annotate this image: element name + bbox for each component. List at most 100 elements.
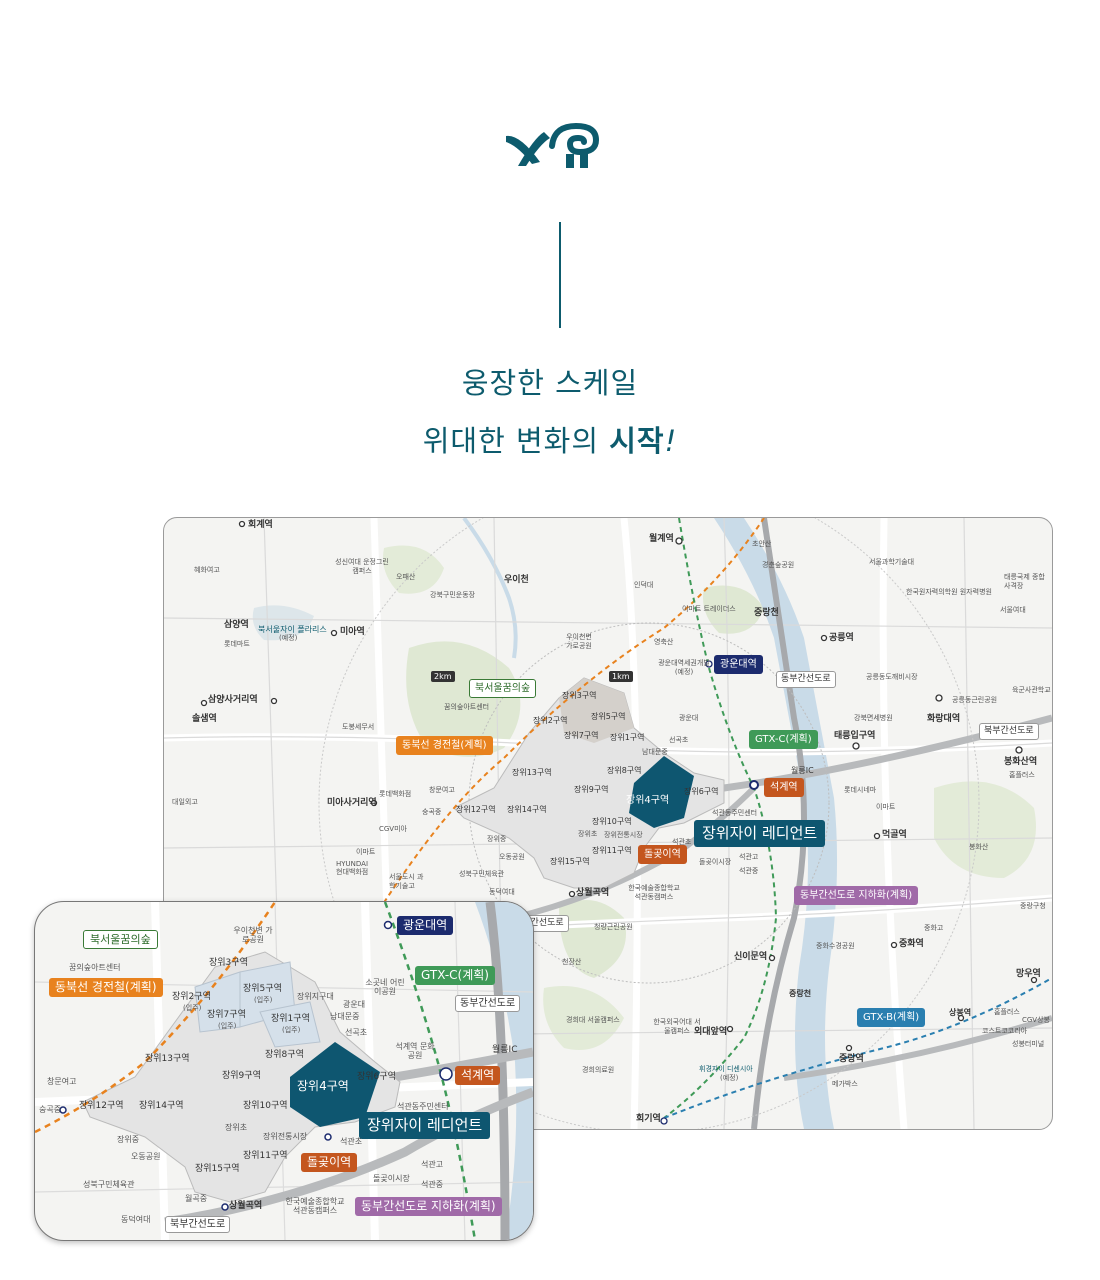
place-gwangwoon-univ: 광운대	[679, 714, 699, 722]
station-wolgye: 월계역	[649, 534, 674, 544]
headline-line2-bold: 시작	[609, 424, 665, 458]
place-gongneung-market: 공릉동도깨비시장	[866, 673, 918, 681]
station-hoegi: 회기역	[636, 1114, 661, 1124]
place-gangbuk-stadium: 강북구민운동장	[430, 591, 476, 599]
inset-dolgoji-market: 돌곶이시장	[373, 1174, 410, 1183]
place-gangbuk-hospital: 강북면세병원	[854, 714, 893, 722]
place-cgv-sangbong: CGV상봉	[1022, 1016, 1050, 1024]
gtx-c-tag: GTX-C(계획)	[749, 730, 818, 749]
zone-10: 장위10구역	[592, 817, 632, 826]
place-induk: 인덕대	[634, 581, 654, 589]
inset-seongbuk-gym: 성북구민체육관	[83, 1180, 135, 1189]
place-cgv-mia: CGV미아	[379, 825, 407, 833]
zone-12: 장위12구역	[456, 805, 496, 814]
place-cheonjangsan: 천장산	[562, 958, 582, 966]
place-lotte-mart: 롯데마트	[224, 640, 250, 648]
place-hyehwa-girls: 혜화여고	[194, 566, 220, 574]
zone-seokgwan-es: 석관초	[672, 838, 692, 846]
inset-zone-jangwi-es: 장위초	[225, 1123, 248, 1132]
place-jungnangcheon-2: 중랑천	[789, 989, 812, 998]
place-sunggok: 숭곡중	[422, 808, 442, 816]
place-yeongchuksan: 영축산	[654, 638, 674, 646]
inset-dongbu-road-label: 동부간선도로	[455, 995, 521, 1012]
inset-zone-13: 장위13구역	[145, 1054, 190, 1064]
place-hwigyeong-xi-planned: (예정)	[720, 1074, 739, 1082]
inset-zone-1: 장위1구역	[271, 1014, 310, 1024]
place-emart-2: 이마트	[876, 803, 896, 811]
place-megabox: 메가박스	[832, 1080, 858, 1088]
place-changmun: 창문여고	[429, 786, 455, 794]
place-emart: 이마트	[356, 848, 376, 856]
inset-seokgwan-center: 석관동주민센터	[397, 1102, 449, 1111]
inset-jangwi-market: 장위전통시장	[263, 1132, 308, 1141]
place-art-center: 꿈의숲아트센터	[444, 703, 490, 711]
place-gongneung-park: 공릉동근린공원	[952, 696, 998, 704]
inset-zone-8: 장위8구역	[265, 1050, 304, 1060]
place-seokgwan-ms: 석관중	[739, 867, 759, 875]
inset-zone-2: 장위2구역	[172, 992, 211, 1002]
place-uicheon-park: 우이천변 가로공원	[566, 633, 592, 650]
place-urban-tech: 서울도시 과학기술고	[389, 873, 424, 890]
place-seoultech: 서울과학기술대	[869, 558, 915, 566]
inset-site-name-tag: 장위자이 레디언트	[359, 1112, 491, 1139]
site-zone-label: 장위4구역	[626, 795, 670, 806]
station-hwarangdae: 화랑대역	[927, 714, 961, 724]
inset-dongbuk-tag: 동북선 경전철(계획)	[49, 978, 163, 997]
inset-seongok-es: 선곡초	[345, 1028, 368, 1037]
inset-forest-tag: 북서울꿈의숲	[83, 930, 158, 949]
inset-sogotne-park: 소곳네 어린이공원	[365, 978, 405, 996]
place-choansan: 초안산	[752, 540, 772, 548]
place-seongbuk-gym: 성북구민체육관	[459, 870, 505, 878]
inset-gtx-c-tag: GTX-C(계획)	[415, 966, 495, 985]
inset-seokgye-park: 석계역 문화공원	[395, 1042, 435, 1060]
zone-13: 장위13구역	[512, 768, 552, 777]
station-taereung: 태릉입구역	[834, 731, 876, 741]
place-jangwi-ms: 장위중	[487, 835, 507, 843]
dolgoji-station-tag: 돌곶이역	[638, 845, 687, 864]
inset-map-graphics	[35, 902, 533, 1240]
place-daeil-hs: 대일외고	[172, 798, 198, 806]
inset-wolleung-ic: 월릉IC	[492, 1045, 518, 1055]
zone-2: 장위2구역	[533, 716, 568, 725]
place-seongok-es: 선곡초	[669, 736, 689, 744]
station-sinimun: 신이문역	[734, 952, 768, 962]
station-oedae: 외대앞역	[694, 1027, 728, 1037]
inset-zone-12: 장위12구역	[79, 1101, 124, 1111]
place-jungnangcheon: 중랑천	[754, 608, 779, 618]
dongbuk-line-tag: 동북선 경전철(계획)	[396, 736, 493, 755]
dongbu-underground-tag: 동부간선도로 지하화(계획)	[794, 886, 919, 905]
place-lotte-cinema: 롯데시네마	[844, 786, 877, 794]
station-sangbong: 상봉역	[949, 1008, 972, 1017]
place-cheongnyang-park: 청량근린공원	[594, 923, 633, 931]
inset-dongbu-underground-tag: 동부간선도로 지하화(계획)	[355, 1197, 502, 1216]
station-hoegye: 회계역	[248, 520, 273, 530]
station-solsaem: 솔샘역	[192, 714, 217, 724]
location-map: 2km 1km 북서울꿈의숲 동북선 경전철(계획) 광운대역 동부간선도로 G…	[163, 517, 1053, 1130]
inset-zone-2-status: (입주)	[183, 1004, 202, 1012]
inset-zone-6: 장위6구역	[357, 1072, 396, 1082]
place-hufs: 한국외국어대 서울캠퍼스	[653, 1018, 701, 1035]
inset-seokgwan-ms: 석관중	[421, 1180, 444, 1189]
inset-gwangwoon-univ: 광운대	[343, 1000, 366, 1009]
place-buk-seoul-xi-planned: (예정)	[279, 634, 298, 642]
bukbu-road-label-2: 북부간선도로	[979, 723, 1039, 740]
inset-dolgoji-tag: 돌곶이역	[301, 1153, 358, 1172]
inset-art-center: 꿈의숲아트센터	[69, 963, 121, 972]
place-bonghwasan: 봉화산	[969, 843, 989, 851]
inset-dongduk: 동덕여대	[121, 1215, 151, 1224]
inset-changmun: 창문여고	[47, 1077, 77, 1086]
xi-logo	[506, 122, 600, 168]
place-hyundai-dept: 현대백화점	[336, 868, 369, 876]
forest-tag: 북서울꿈의숲	[469, 679, 537, 698]
zone-7: 장위7구역	[564, 731, 599, 740]
zone-8: 장위8구역	[607, 766, 642, 775]
station-sangwolgok: 상월곡역	[576, 888, 610, 898]
place-homeplus-sangbong: 홈플러스	[994, 1008, 1020, 1016]
inset-zone-11: 장위11구역	[243, 1151, 288, 1161]
place-dobong-tax: 도봉세무서	[342, 723, 375, 731]
inset-zone-5: 장위5구역	[243, 984, 282, 994]
inset-knua: 한국예술종합학교 석관동캠퍼스	[285, 1197, 345, 1215]
place-jungnang-office: 중랑구청	[1020, 902, 1046, 910]
inset-zone-15: 장위15구역	[195, 1164, 240, 1174]
inset-zone-5-status: (입주)	[254, 996, 273, 1004]
